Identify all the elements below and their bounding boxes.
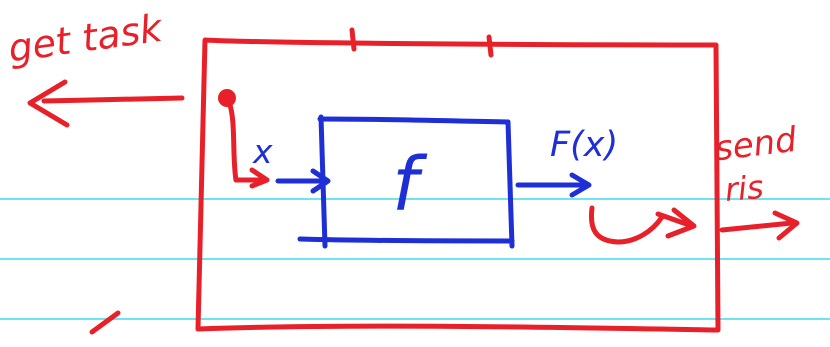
input-arrow — [275, 168, 331, 194]
output-label: F(x) — [550, 125, 618, 165]
stray-mark — [89, 310, 121, 335]
function-label: f — [392, 142, 428, 228]
ruled-lines — [0, 198, 830, 320]
result-hook-arrow — [588, 205, 697, 245]
output-arrow — [515, 172, 592, 198]
function-box — [297, 114, 515, 249]
result-label: ris — [723, 168, 765, 209]
box-tick-1 — [349, 27, 357, 52]
start-path — [218, 89, 270, 189]
arrow-left-icon — [27, 79, 185, 128]
input-label: x — [252, 132, 273, 171]
arrow-right-icon — [719, 210, 800, 241]
red-dot-icon — [218, 89, 236, 107]
send-label: send — [713, 120, 799, 170]
box-tick-2 — [486, 34, 494, 58]
outer-process-box — [195, 27, 721, 333]
get-task-label: get task — [5, 5, 166, 70]
